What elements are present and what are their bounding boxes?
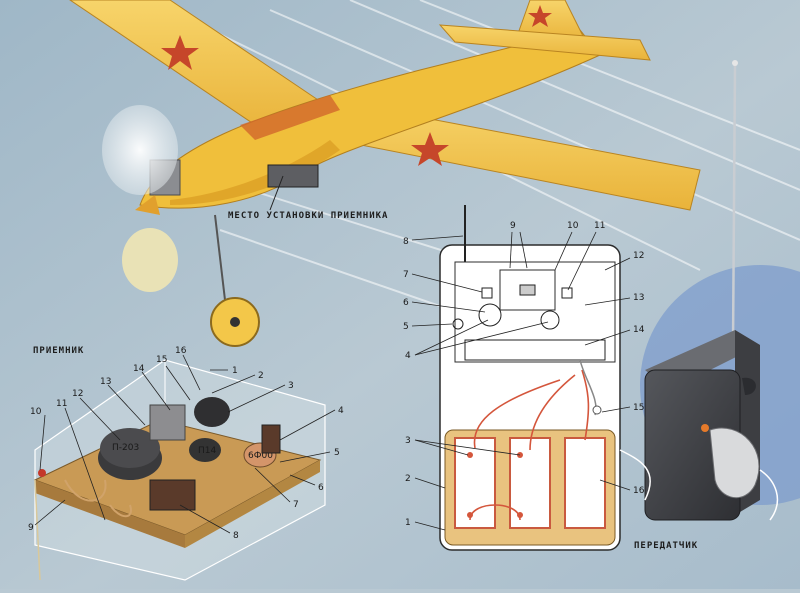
callout-number: 5 (334, 448, 340, 458)
propeller-disc (122, 228, 178, 292)
callout-number: 9 (510, 221, 516, 231)
star-emblem (528, 5, 552, 27)
callout-number: 7 (293, 500, 299, 510)
callout-number: 10 (30, 407, 42, 417)
callout-number: 13 (633, 293, 644, 303)
callout-number: 8 (233, 531, 239, 541)
part-mark: П-203 (112, 443, 139, 453)
callout-number: 6 (403, 298, 409, 308)
callout-number: 1 (232, 366, 238, 376)
transmitter-label: ПЕРЕДАТЧИК (634, 541, 699, 551)
battery-cell (564, 437, 606, 529)
transmitter-device (619, 60, 779, 521)
callout-number: 11 (56, 399, 67, 409)
callout-number: 16 (633, 486, 645, 496)
plane-stabilizer (438, 24, 651, 61)
receiver-location-label: МЕСТО УСТАНОВКИ ПРИЕМНИКА (228, 211, 389, 221)
callout-number: 16 (175, 346, 187, 356)
receiver-label: ПРИЕМНИК (33, 346, 85, 356)
callout-number: 12 (633, 251, 644, 261)
callout-number: 7 (403, 270, 409, 280)
battery-cell (509, 437, 551, 529)
callout-number: 5 (403, 322, 409, 332)
callout-number: 2 (258, 371, 264, 381)
receiver-coil (189, 438, 221, 462)
callout-number: 2 (405, 474, 411, 484)
callout-number: 3 (405, 436, 411, 446)
part-mark: П14 (198, 446, 216, 456)
callout-number: 14 (633, 325, 645, 335)
callout-number: 10 (567, 221, 579, 231)
callout-number: 15 (156, 355, 167, 365)
receiver-relay (194, 397, 230, 427)
callout-number: 4 (405, 351, 411, 361)
callout-number: 1 (405, 518, 411, 528)
callout-number: 6 (318, 483, 324, 493)
part-mark: 6Ф00 (248, 451, 273, 461)
callout-number: 15 (633, 403, 644, 413)
plane-spinner (135, 195, 160, 215)
receiver-transformer (149, 479, 196, 511)
callout-number: 8 (403, 237, 409, 247)
callout-number: 12 (72, 389, 83, 399)
plane-fuselage (139, 29, 601, 209)
transmitter-schematic: 1 2 3 4 5 6 7 8 9 10 11 12 13 14 15 16 (403, 205, 645, 551)
callout-number: 4 (338, 406, 344, 416)
callout-number: 3 (288, 381, 294, 391)
star-emblem (411, 132, 449, 166)
battery-cell (454, 437, 496, 529)
receiver-callouts (34, 354, 336, 534)
propeller-disc (102, 105, 178, 195)
callout-number: 9 (28, 523, 34, 533)
receiver-location (267, 164, 319, 188)
callout-number: 14 (133, 364, 145, 374)
callout-number: 13 (100, 377, 111, 387)
hand-thumb (709, 427, 760, 499)
star-emblem (161, 35, 199, 70)
callout-number: 11 (594, 221, 605, 231)
airplane (69, 0, 701, 347)
receiver-diagram: П-203 П14 6Ф00 (28, 346, 344, 581)
transmitter-antenna (731, 64, 737, 346)
